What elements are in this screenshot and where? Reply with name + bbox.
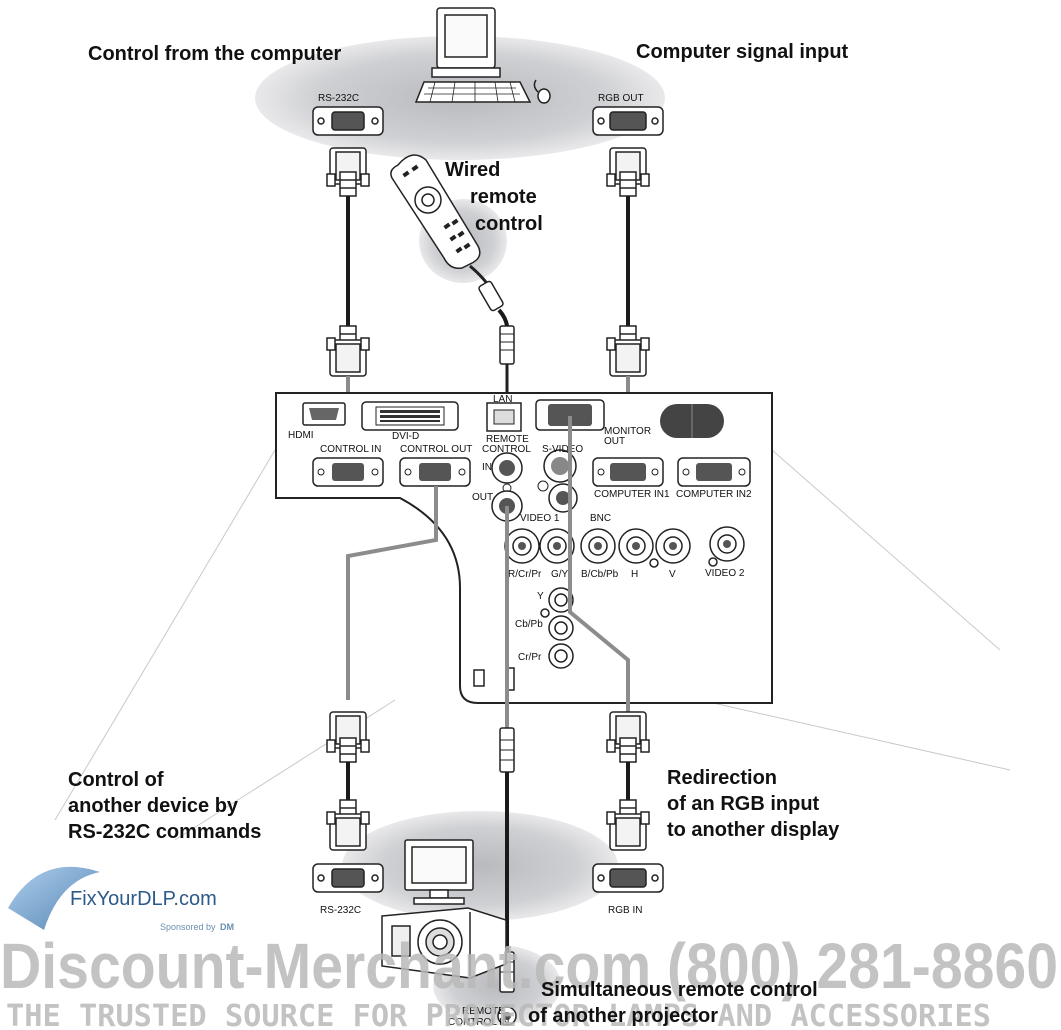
watermark-brand: Discount-Merchant.com (800) 281-8860 — [0, 930, 1058, 1002]
monitor-out-label-1: MONITOR — [604, 426, 651, 437]
monitor-out-cable — [568, 416, 630, 714]
bnc-b-label: B/Cb/Pb — [581, 569, 619, 580]
heading-computer-signal-input: Computer signal input — [636, 41, 849, 63]
video1-label: VIDEO 1 — [520, 513, 560, 524]
display-monitor-icon — [404, 839, 474, 905]
rgb-mid-connector — [606, 325, 650, 377]
rs232c-mid-connector — [326, 325, 370, 377]
remote-control-label-1: REMOTE — [486, 434, 529, 445]
watermark-sponsored: Sponsored by — [160, 922, 216, 932]
bottom-device-blob — [342, 811, 618, 921]
heading-wired-2: remote — [470, 186, 537, 208]
watermark-sponsor-logo: DM — [220, 922, 234, 932]
remote-lower-cable — [497, 727, 517, 1026]
watermark-site: FixYourDLP.com — [70, 888, 217, 910]
heading-control-from-computer: Control from the computer — [88, 43, 342, 65]
dvi-d-label: DVI-D — [392, 431, 419, 442]
heading-control-another-1: Control of — [68, 769, 164, 791]
second-projector-icon — [381, 907, 507, 979]
bnc-r-label: R/Cr/Pr — [508, 569, 542, 580]
fixyourdlp-logo-icon — [8, 866, 100, 930]
wired-remote-icon — [390, 154, 481, 270]
heading-redirection-1: Redirection — [667, 767, 777, 789]
rs232c-bottom-plug — [312, 799, 384, 893]
lan-label: LAN — [493, 394, 512, 405]
component-cb-label: Cb/Pb — [515, 619, 543, 630]
monitor-out-label-2: OUT — [604, 436, 625, 447]
remote-control-in-label-2: CONTROL IN — [448, 1017, 509, 1028]
rs232c-bottom-label: RS-232C — [320, 905, 361, 916]
rgb-lower-connector — [606, 711, 650, 763]
heading-redirection-3: to another display — [667, 819, 840, 841]
computer-in1-label: COMPUTER IN1 — [594, 489, 670, 500]
control-out-cable — [346, 486, 438, 700]
rs232c-lower-connector — [326, 711, 370, 763]
bnc-h-label: H — [631, 569, 638, 580]
heading-control-another-2: another device by — [68, 795, 239, 817]
component-y-label: Y — [537, 591, 544, 602]
rgb-out-top-connector — [592, 106, 664, 197]
heading-simultaneous-1: Simultaneous remote control — [541, 979, 818, 1001]
s-video-label: S-VIDEO — [542, 444, 583, 455]
remote-control-label-2: CONTROL — [482, 444, 531, 455]
bnc-label: BNC — [590, 513, 611, 524]
projector-back-panel — [275, 392, 773, 704]
rgb-out-label: RGB OUT — [598, 93, 644, 104]
computer-icon — [414, 7, 551, 104]
rs232c-top-label: RS-232C — [318, 93, 359, 104]
remote-in-label: IN — [482, 462, 492, 473]
watermark-tagline: THE TRUSTED SOURCE FOR PROJECTOR LAMPS A… — [6, 999, 991, 1030]
bnc-v-label: V — [669, 569, 676, 580]
heading-simultaneous-2: of another projector — [528, 1005, 718, 1027]
control-out-label: CONTROL OUT — [400, 444, 472, 455]
component-cr-label: Cr/Pr — [518, 652, 542, 663]
bnc-g-label: G/Y — [551, 569, 569, 580]
video2-label: VIDEO 2 — [705, 568, 745, 579]
rs232c-top-connector — [312, 106, 384, 197]
computer-in2-label: COMPUTER IN2 — [676, 489, 752, 500]
perspective-lines — [54, 449, 1011, 841]
control-in-label: CONTROL IN — [320, 444, 381, 455]
heading-wired-1: Wired — [445, 159, 500, 181]
remote-out-label: OUT — [472, 492, 493, 503]
heading-redirection-2: of an RGB input — [667, 793, 820, 815]
watermark: FixYourDLP.com Sponsored by DM Discount-… — [0, 866, 1058, 1030]
rgb-in-bottom-plug — [592, 799, 664, 893]
hdmi-label: HDMI — [288, 430, 314, 441]
rgb-in-label: RGB IN — [608, 905, 642, 916]
heading-control-another-3: RS-232C commands — [68, 821, 261, 843]
heading-wired-3: control — [475, 213, 543, 235]
remote-control-in-label-1: REMOTE — [462, 1006, 505, 1017]
